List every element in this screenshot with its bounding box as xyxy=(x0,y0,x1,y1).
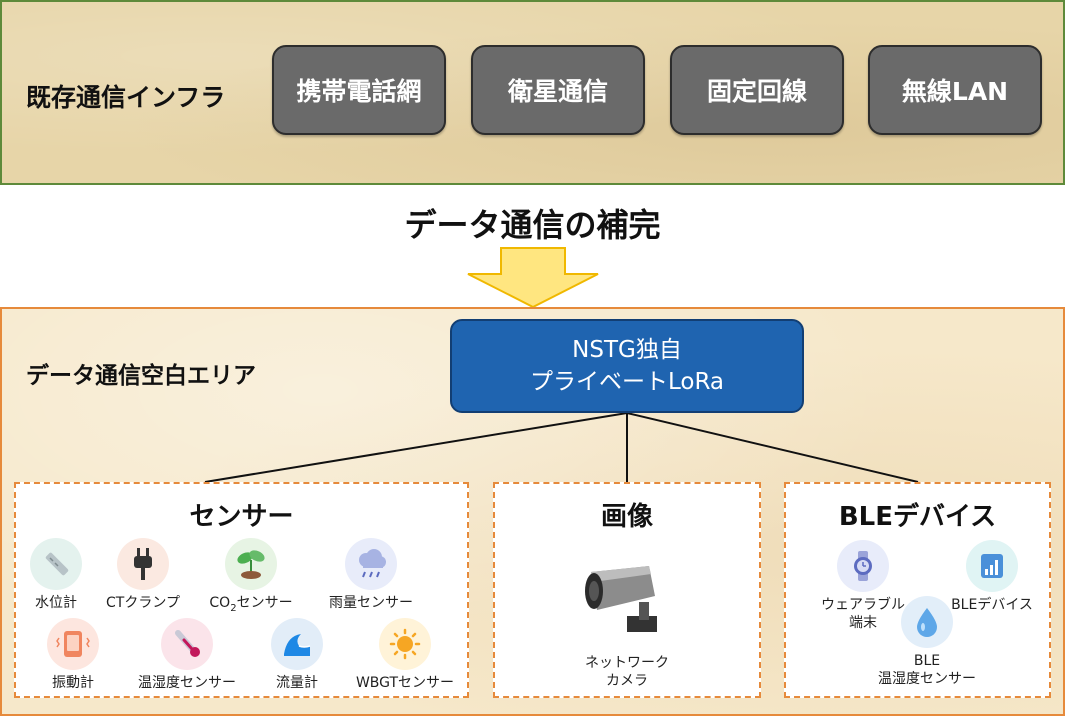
sprout-icon xyxy=(225,538,277,590)
vibration-phone-icon xyxy=(47,618,99,670)
smartwatch-icon xyxy=(837,540,889,592)
complement-heading: データ通信の補完 xyxy=(404,206,661,244)
rain-cloud-icon xyxy=(345,538,397,590)
sensor-label-temp-humidity: 温湿度センサー xyxy=(138,675,236,691)
image-group-title: 画像 xyxy=(600,502,653,532)
lora-line-1: NSTG独自 xyxy=(572,337,682,363)
infra-item-wireless-lan: 無線LAN xyxy=(868,45,1042,135)
sensor-label-co2: CO2センサー xyxy=(209,595,293,614)
thermometer-icon xyxy=(161,618,213,670)
infra-title: 既存通信インフラ xyxy=(26,83,226,112)
private-lora-box: NSTG独自 プライベートLoRa xyxy=(450,319,804,413)
water-drop-icon xyxy=(901,596,953,648)
wave-icon xyxy=(271,618,323,670)
ble-label-wearable: ウェアラブル 端末 xyxy=(821,597,905,631)
sensor-item-water-level: 水位計 xyxy=(0,538,131,612)
infra-item-fixed-line: 固定回線 xyxy=(670,45,844,135)
sensor-label-rain: 雨量センサー xyxy=(329,595,413,611)
blank-area-title: データ通信空白エリア xyxy=(26,363,256,389)
security-camera-icon xyxy=(585,566,657,632)
infra-item-mobile-network: 携帯電話網 xyxy=(272,45,446,135)
infra-item-satellite: 衛星通信 xyxy=(471,45,645,135)
sensor-label-wbgt: WBGTセンサー xyxy=(355,675,455,691)
sensor-item-ct-clamp: CTクランプ xyxy=(68,538,218,612)
lora-line-2: プライベートLoRa xyxy=(529,369,725,395)
ble-group: BLEデバイス ウェアラブル 端末 BLEデバイス BLE 温湿度センサー xyxy=(784,482,1051,698)
sensor-group-title: センサー xyxy=(189,502,294,532)
sensor-item-temp-humidity: 温湿度センサー xyxy=(112,618,262,692)
sensor-group: センサー 水位計 CTクランプ CO2センサー 雨量センサー 振動計 xyxy=(14,482,469,698)
camera-label-line-2: カメラ xyxy=(606,673,648,689)
down-arrow-icon xyxy=(467,247,599,309)
camera-label: ネットワーク カメラ xyxy=(495,654,759,690)
sensor-item-flow: 流量計 xyxy=(222,618,372,692)
signal-bars-icon xyxy=(966,540,1018,592)
plug-icon xyxy=(117,538,169,590)
camera-label-line-1: ネットワーク xyxy=(585,655,669,671)
sensor-label-flow: 流量計 xyxy=(276,675,318,691)
image-group: 画像 ネットワーク カメラ xyxy=(493,482,761,698)
sensor-item-co2: CO2センサー xyxy=(176,538,326,618)
sensor-item-wbgt: WBGTセンサー xyxy=(330,618,480,692)
sensor-label-water-level: 水位計 xyxy=(35,595,77,611)
ble-item-device: BLEデバイス xyxy=(917,540,1065,614)
ble-group-title: BLEデバイス xyxy=(838,502,997,532)
ble-item-temp-humidity: BLE 温湿度センサー xyxy=(852,596,1002,688)
ble-label-device: BLEデバイス xyxy=(951,597,1033,613)
sensor-item-rain: 雨量センサー xyxy=(296,538,446,612)
sensor-label-ct-clamp: CTクランプ xyxy=(106,595,180,611)
sun-icon xyxy=(379,618,431,670)
water-level-meter-icon xyxy=(30,538,82,590)
sensor-label-vibration: 振動計 xyxy=(52,675,94,691)
ble-label-temp-humidity: BLE 温湿度センサー xyxy=(878,653,976,687)
ble-item-wearable: ウェアラブル 端末 xyxy=(788,540,938,632)
sensor-item-vibration: 振動計 xyxy=(0,618,148,692)
